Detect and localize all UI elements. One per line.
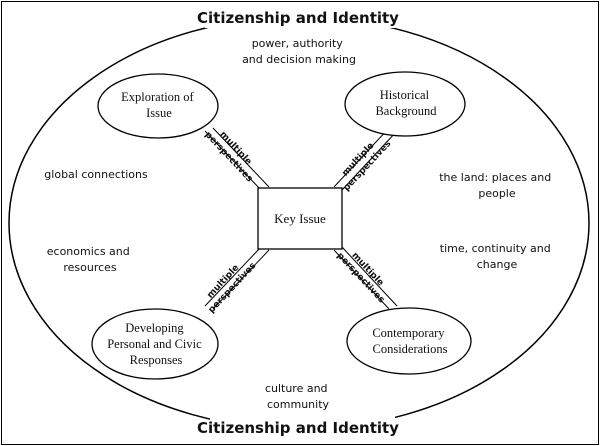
node-contemporary-line-2: Considerations	[373, 342, 448, 356]
connector-lines	[204, 127, 398, 310]
theme-time: time, continuity and change	[440, 242, 554, 271]
node-exploration	[97, 73, 219, 139]
connector-tr-b	[341, 130, 398, 191]
key-issue-box	[257, 187, 343, 250]
theme-culture: culture and community	[265, 382, 331, 411]
node-contemporary-text: Contemporary Considerations	[372, 326, 447, 356]
title-top-bg	[205, 6, 395, 28]
node-developing-line-3: Responses	[130, 353, 183, 367]
theme-culture-1: culture and	[265, 382, 328, 395]
theme-land-2: people	[478, 187, 516, 200]
node-exploration-text: Exploration of Issue	[121, 90, 197, 120]
node-developing-text: Developing Personal and Civic Responses	[107, 321, 205, 367]
theme-time-2: change	[477, 258, 518, 271]
theme-global-1: global connections	[44, 168, 148, 181]
key-issue-label: Key Issue	[274, 211, 326, 226]
theme-economics: economics and resources	[47, 245, 134, 274]
title-bottom-bg	[210, 416, 395, 440]
connector-label-tl: multiple perspectives	[203, 122, 263, 184]
theme-global: global connections	[44, 168, 148, 181]
connector-br-a	[333, 249, 390, 310]
theme-power-2: and decision making	[242, 53, 356, 66]
node-exploration-line-2: Issue	[146, 106, 172, 120]
connector-label-br: multiple perspectives	[335, 243, 395, 305]
title-bottom: Citizenship and Identity	[197, 419, 399, 437]
theme-economics-2: resources	[63, 261, 117, 274]
node-contemporary	[346, 307, 472, 375]
node-historical	[344, 71, 466, 137]
theme-power: power, authority and decision making	[242, 37, 356, 66]
node-contemporary-line-1: Contemporary	[372, 326, 445, 340]
theme-land-1: the land: places and	[439, 171, 551, 184]
theme-culture-2: community	[267, 398, 330, 411]
themes: power, authority and decision making glo…	[44, 37, 555, 411]
theme-time-1: time, continuity and	[440, 242, 551, 255]
connector-label-tr: multiple perspectives	[334, 131, 394, 193]
node-historical-text: Historical Background	[375, 88, 437, 118]
connector-bl-b	[212, 249, 270, 310]
connector-tr-a	[333, 127, 390, 188]
theme-economics-1: economics and	[47, 245, 130, 258]
node-developing-line-2: Personal and Civic	[107, 337, 202, 351]
theme-land: the land: places and people	[439, 171, 555, 200]
connector-label-bl: multiple perspectives	[199, 253, 259, 315]
node-historical-line-2: Background	[375, 104, 437, 118]
connector-br-b	[341, 246, 398, 307]
connector-tl-b	[212, 127, 270, 188]
connector-tl-a	[204, 130, 262, 191]
theme-power-1: power, authority	[252, 37, 344, 50]
title-top: Citizenship and Identity	[197, 9, 399, 27]
node-developing	[91, 308, 219, 380]
node-historical-line-1: Historical	[380, 88, 430, 102]
connector-bl-a	[204, 246, 262, 307]
node-developing-line-1: Developing	[125, 321, 184, 335]
node-exploration-line-1: Exploration of	[121, 90, 194, 104]
